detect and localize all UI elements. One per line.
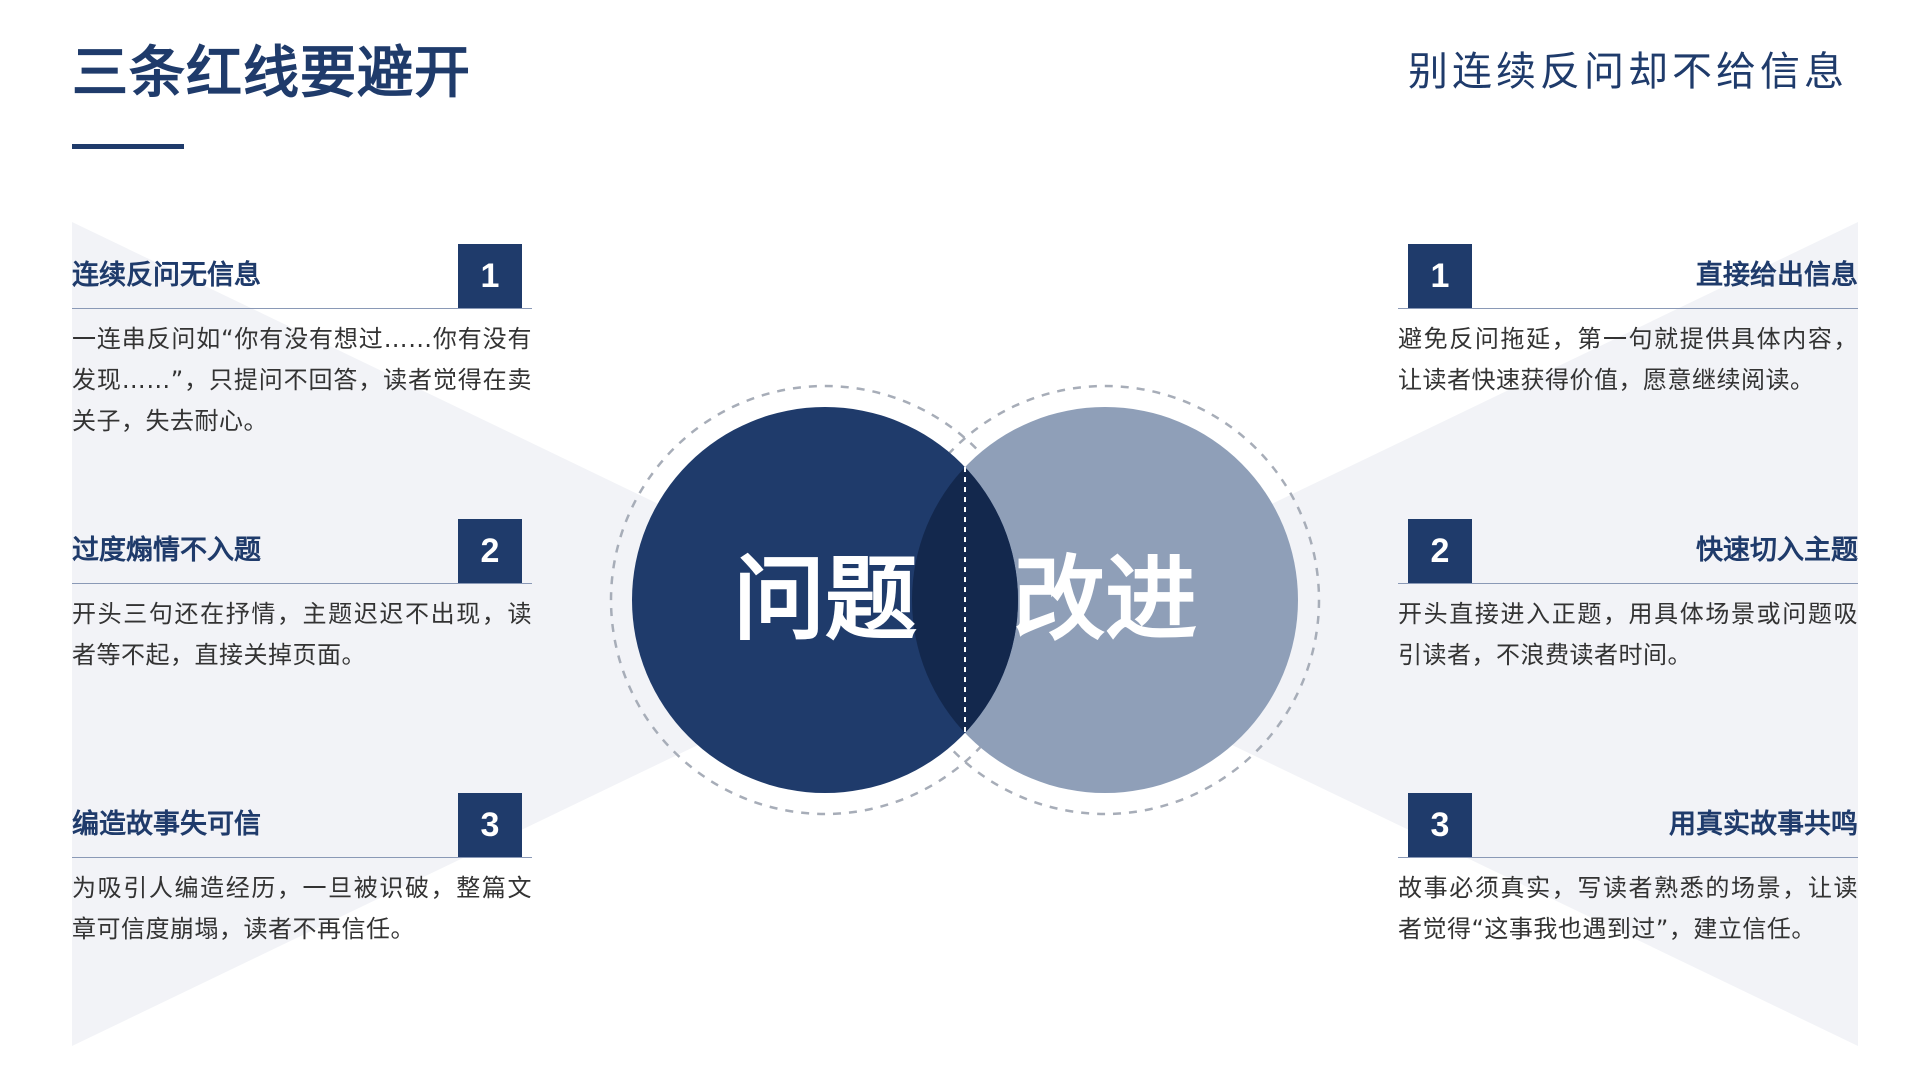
solution-item-header: 1 直接给出信息	[1398, 244, 1858, 309]
problem-description: 一连串反问如“你有没有想过……你有没有发现……”，只提问不回答，读者觉得在卖关子…	[72, 325, 532, 435]
number-badge: 3	[458, 793, 522, 857]
page-title: 三条红线要避开	[72, 41, 471, 106]
number-badge: 1	[458, 244, 522, 308]
improvement-circle-label: 改进	[1012, 546, 1197, 653]
problem-item-header: 过度煽情不入题 2	[72, 519, 532, 584]
number-badge: 2	[1408, 519, 1472, 583]
solution-description: 开头直接进入正题，用具体场景或问题吸引读者，不浪费读者时间。	[1398, 600, 1858, 669]
solution-item-1: 1 直接给出信息 避免反问拖延，第一句就提供具体内容，让读者快速获得价值，愿意继…	[1398, 244, 1858, 401]
right-background-shape	[1230, 222, 1858, 1046]
problem-title: 过度煽情不入题	[72, 535, 261, 566]
solution-item-header: 2 快速切入主题	[1398, 519, 1858, 584]
solution-title: 直接给出信息	[1696, 260, 1858, 291]
solution-title: 用真实故事共鸣	[1669, 809, 1858, 840]
problem-description: 开头三句还在抒情，主题迟迟不出现，读者等不起，直接关掉页面。	[72, 600, 532, 669]
problem-title: 编造故事失可信	[72, 809, 261, 840]
solution-item-2: 2 快速切入主题 开头直接进入正题，用具体场景或问题吸引读者，不浪费读者时间。	[1398, 519, 1858, 676]
problem-item-1: 连续反问无信息 1 一连串反问如“你有没有想过……你有没有发现……”，只提问不回…	[72, 244, 532, 442]
right-circle	[912, 407, 1298, 793]
number-badge: 2	[458, 519, 522, 583]
problem-item-2: 过度煽情不入题 2 开头三句还在抒情，主题迟迟不出现，读者等不起，直接关掉页面。	[72, 519, 532, 676]
problem-item-header: 编造故事失可信 3	[72, 793, 532, 858]
solution-item-3: 3 用真实故事共鸣 故事必须真实，写读者熟悉的场景，让读者觉得“这事我也遇到过”…	[1398, 793, 1858, 950]
page-subtitle: 别连续反问却不给信息	[1408, 49, 1848, 95]
solution-title: 快速切入主题	[1696, 535, 1858, 566]
solution-item-header: 3 用真实故事共鸣	[1398, 793, 1858, 858]
left-background-shape	[72, 222, 700, 1046]
problem-title: 连续反问无信息	[72, 260, 261, 291]
number-badge: 3	[1408, 793, 1472, 857]
problem-description: 为吸引人编造经历，一旦被识破，整篇文章可信度崩塌，读者不再信任。	[72, 874, 532, 943]
solution-description: 故事必须真实，写读者熟悉的场景，让读者觉得“这事我也遇到过”，建立信任。	[1398, 874, 1858, 943]
problem-item-header: 连续反问无信息 1	[72, 244, 532, 309]
problem-item-3: 编造故事失可信 3 为吸引人编造经历，一旦被识破，整篇文章可信度崩塌，读者不再信…	[72, 793, 532, 950]
solution-description: 避免反问拖延，第一句就提供具体内容，让读者快速获得价值，愿意继续阅读。	[1398, 325, 1858, 394]
problem-circle-label: 问题	[732, 546, 917, 653]
number-badge: 1	[1408, 244, 1472, 308]
left-circle	[632, 407, 1018, 793]
title-underline	[72, 144, 184, 149]
